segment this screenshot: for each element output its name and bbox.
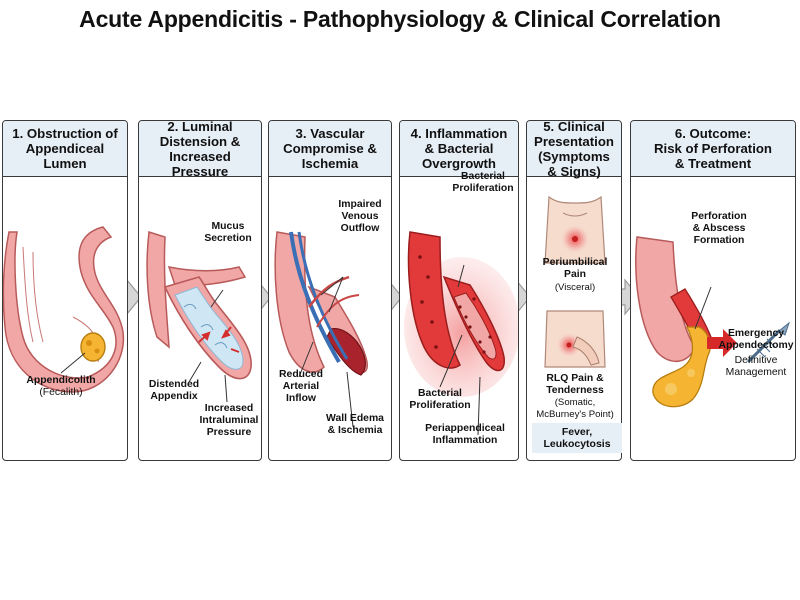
panel-heading: 3. Vascular Compromise & Ischemia [269, 121, 391, 177]
label-bacterial-proliferation-bottom: Bacterial Proliferation [409, 388, 471, 411]
scalpel-icon [747, 321, 791, 363]
torso-icon [544, 195, 606, 264]
hand-icon [544, 310, 606, 368]
label-bacterial-proliferation-top: Bacterial Proliferation [452, 171, 514, 194]
appendix-illustration [404, 231, 518, 436]
panel-ischemia: 3. Vascular Compromise & Ischemia Impair… [268, 120, 392, 461]
panel-outcome: 6. Outcome: Risk of Perforation & Treatm… [630, 120, 796, 461]
appendix-illustration [3, 226, 125, 393]
label-wall-edema: Wall Edema & Ischemia [326, 413, 384, 436]
label-appendicolith: Appendicolith [26, 375, 96, 386]
label-periumbilical-sub: (Visceral) [554, 282, 596, 293]
fever-leukocytosis-box: Fever, Leukocytosis [532, 423, 622, 453]
panel-inflammation: 4. Inflammation & Bacterial Overgrowth B… [399, 120, 519, 461]
label-periumbilical-pain: Periumbilical Pain [542, 257, 608, 280]
panel-heading: 4. Inflammation & Bacterial Overgrowth [400, 121, 518, 177]
label-rlq-pain: RLQ Pain & Tenderness [546, 373, 604, 396]
label-distended-appendix: Distended Appendix [148, 379, 200, 402]
panel-obstruction: 1. Obstruction of Appendiceal Lumen Appe… [2, 120, 128, 461]
panel-distension: 2. Luminal Distension & Increased Pressu… [138, 120, 262, 461]
panel-heading: 5. Clinical Presentation (Symptoms & Sig… [527, 121, 621, 179]
label-emergency-appendectomy: Emergency Appendectomy [718, 328, 794, 351]
label-mucus-secretion: Mucus Secretion [204, 221, 252, 244]
panel-heading: 6. Outcome: Risk of Perforation & Treatm… [631, 121, 795, 177]
label-appendicolith-sub: (Fecalith) [39, 387, 83, 398]
label-arterial-inflow: Reduced Arterial Inflow [279, 369, 323, 404]
label-rlq-sub: (Somatic, McBurney's Point) [536, 397, 614, 420]
appendix-illustration [635, 236, 737, 408]
appendix-illustration [274, 231, 368, 428]
panel-clinical-presentation: 5. Clinical Presentation (Symptoms & Sig… [526, 120, 622, 461]
page-title: Acute Appendicitis - Pathophysiology & C… [79, 6, 721, 32]
label-intraluminal-pressure: Increased Intraluminal Pressure [199, 403, 259, 438]
label-periappendiceal-inflammation: Periappendiceal Inflammation [425, 423, 505, 446]
label-venous-outflow: Impaired Venous Outflow [338, 199, 382, 234]
label-perforation: Perforation & Abscess Formation [691, 211, 747, 246]
appendix-illustration [146, 231, 252, 403]
fecalith-icon [80, 332, 106, 362]
label-definitive-management: Definitive Management [725, 355, 787, 378]
panel-heading: 2. Luminal Distension & Increased Pressu… [139, 121, 261, 179]
panel-heading: 1. Obstruction of Appendiceal Lumen [3, 121, 127, 177]
